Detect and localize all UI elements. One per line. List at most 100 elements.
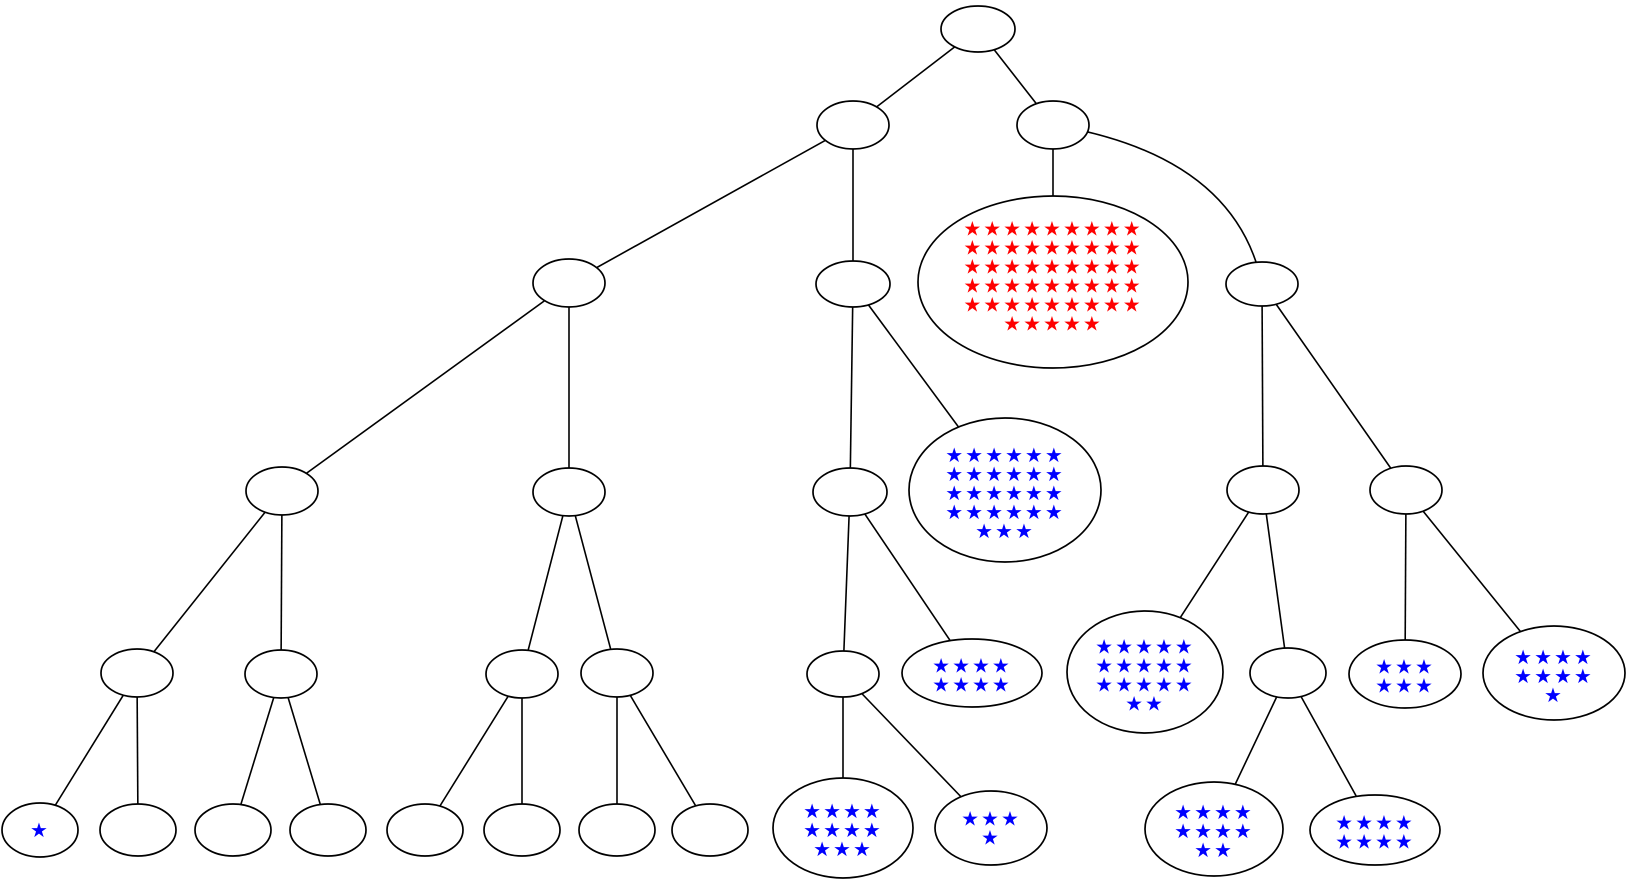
- star-cluster-node-blue1: ★: [1, 802, 79, 858]
- blue-star-row: ★★★: [961, 807, 1021, 831]
- star-cluster-node-blue27: ★★★★★★★★★★★★★★★★★★★★★★★★★★★: [908, 417, 1102, 563]
- tree-node-n_g7: [578, 803, 656, 857]
- tree-edge-n_a1b-n_f3: [521, 491, 570, 675]
- node-ellipse-red50: [917, 195, 1189, 369]
- node-ellipse-blue9: [1482, 625, 1626, 721]
- tree-node-n_b2b: [1369, 465, 1443, 515]
- node-ellipse-n_b: [1016, 100, 1090, 150]
- red-star-row: ★★★★★★★★★: [963, 217, 1142, 241]
- tree-node-n_g5: [386, 803, 464, 857]
- tree-node-n_g6: [483, 803, 561, 857]
- blue-star-row: ★★: [1125, 692, 1165, 716]
- tree-node-n_f3: [485, 649, 559, 699]
- node-ellipse-n_g3: [194, 803, 272, 857]
- tree-node-n_b2a: [1226, 465, 1300, 515]
- node-ellipse-n_c1: [812, 467, 888, 517]
- blue-star-row: ★★★: [1375, 655, 1435, 679]
- node-ellipse-n_a1b: [532, 467, 606, 517]
- node-ellipse-n_b2a2: [1249, 647, 1327, 699]
- red-star-row: ★★★★★: [1003, 312, 1103, 336]
- tree-edge-n_b2a-n_b2a2: [1262, 489, 1289, 674]
- blue-star-row: ★★★★: [1335, 811, 1415, 835]
- node-ellipse-n_g7: [578, 803, 656, 857]
- node-ellipse-n_a1: [532, 258, 606, 308]
- tree-edge-n_a1a-n_f1: [136, 490, 283, 674]
- tree-node-n_b: [1016, 100, 1090, 150]
- node-ellipse-n_a2: [815, 260, 891, 308]
- blue-star-row: ★★★★: [803, 799, 883, 823]
- blue-star-row: ★★★★: [1514, 645, 1594, 669]
- star-cluster-node-blue9: ★★★★★★★★★: [1482, 625, 1626, 721]
- tree-node-n_a2: [815, 260, 891, 308]
- node-ellipse-n_b2a: [1226, 465, 1300, 515]
- blue-star-row: ★★★★: [1174, 819, 1254, 843]
- blue-star-row: ★★★★★: [1095, 654, 1195, 678]
- tree-node-n_f1: [100, 648, 174, 698]
- blue-star-row: ★★★★: [1174, 800, 1254, 824]
- red-star-row: ★★★★★★★★★: [963, 236, 1142, 260]
- blue-star-row: ★★★: [813, 837, 873, 861]
- node-ellipse-blue8: [901, 638, 1043, 708]
- blue-star-row: ★★★★: [803, 818, 883, 842]
- blue-star-row: ★★★★: [932, 673, 1012, 697]
- tree-node-root: [940, 5, 1016, 53]
- tree-edge-n_b2-n_b2a: [1261, 283, 1264, 491]
- star-cluster-node-red50: ★★★★★★★★★★★★★★★★★★★★★★★★★★★★★★★★★★★★★★★★…: [917, 195, 1189, 369]
- tree-edge-n_a1a-n_f2: [280, 490, 283, 675]
- tree-node-n_g2: [99, 803, 177, 857]
- star-cluster-node-blue4: ★★★★: [934, 790, 1048, 866]
- tree-edge-n_f1-blue1: [39, 672, 138, 831]
- blue-star-row: ★★: [1194, 838, 1234, 862]
- blue-star-row: ★★★★★: [1095, 635, 1195, 659]
- blue-star-row: ★★★★★★: [945, 462, 1065, 486]
- tree-edge-n_a-n_a1: [568, 124, 854, 284]
- tree-edge-n_a1b-n_f4: [568, 491, 618, 674]
- node-ellipse-n_a1a: [245, 466, 319, 516]
- tree-node-n_a1b: [532, 467, 606, 517]
- node-ellipse-n_g6: [483, 803, 561, 857]
- node-ellipse-n_b2: [1225, 261, 1299, 307]
- tree-node-n_f2: [244, 649, 318, 699]
- star-cluster-node-blue17: ★★★★★★★★★★★★★★★★★: [1066, 610, 1224, 734]
- blue-star-row: ★★★★★: [1095, 673, 1195, 697]
- node-ellipse-root: [940, 5, 1016, 53]
- node-ellipse-n_f2: [244, 649, 318, 699]
- blue-star-row: ★: [981, 826, 1001, 850]
- node-ellipse-blue17: [1066, 610, 1224, 734]
- tree-node-n_a1a: [245, 466, 319, 516]
- star-cluster-node-blue10: ★★★★★★★★★★: [1144, 781, 1284, 877]
- blue-star-row: ★★★★★★: [945, 443, 1065, 467]
- node-ellipse-n_f3: [485, 649, 559, 699]
- node-ellipse-blue27: [908, 417, 1102, 563]
- tree-node-n_f4: [580, 648, 654, 698]
- node-ellipse-n_g5: [386, 803, 464, 857]
- blue-star-row: ★★★★★★: [945, 481, 1065, 505]
- star-cluster-node-blue6: ★★★★★★: [1348, 639, 1462, 709]
- tree-node-n_b2: [1225, 261, 1299, 307]
- tree-edge-n_b2-n_b2b: [1261, 283, 1407, 491]
- tree-node-n_g4: [289, 803, 367, 857]
- blue-star-row: ★★★★: [1514, 664, 1594, 688]
- tree-node-n_g3: [194, 803, 272, 857]
- node-ellipse-blue6: [1348, 639, 1462, 709]
- node-ellipse-blue11: [772, 777, 914, 879]
- tree-node-n_a1: [532, 258, 606, 308]
- tree-edge-n_f3-n_g5: [424, 673, 523, 831]
- tree-edge-n_c1-n_d1: [842, 491, 851, 675]
- node-ellipse-n_g2: [99, 803, 177, 857]
- red-star-row: ★★★★★★★★★: [963, 293, 1142, 317]
- node-ellipse-blue4: [934, 790, 1048, 866]
- blue-star-row: ★★★: [1375, 674, 1435, 698]
- tree-node-n_a: [816, 100, 890, 150]
- node-ellipse-blue1: [1, 802, 79, 858]
- node-ellipse-n_b2b: [1369, 465, 1443, 515]
- red-star-row: ★★★★★★★★★: [963, 274, 1142, 298]
- node-ellipse-n_f1: [100, 648, 174, 698]
- red-star-row: ★★★★★★★★★: [963, 255, 1142, 279]
- tree-edge-n_a2-n_c1: [849, 283, 854, 493]
- tree-node-n_g8: [671, 803, 749, 857]
- node-ellipse-blue8b: [1309, 794, 1441, 866]
- tree-edge-n_a1-n_a1a: [281, 282, 570, 492]
